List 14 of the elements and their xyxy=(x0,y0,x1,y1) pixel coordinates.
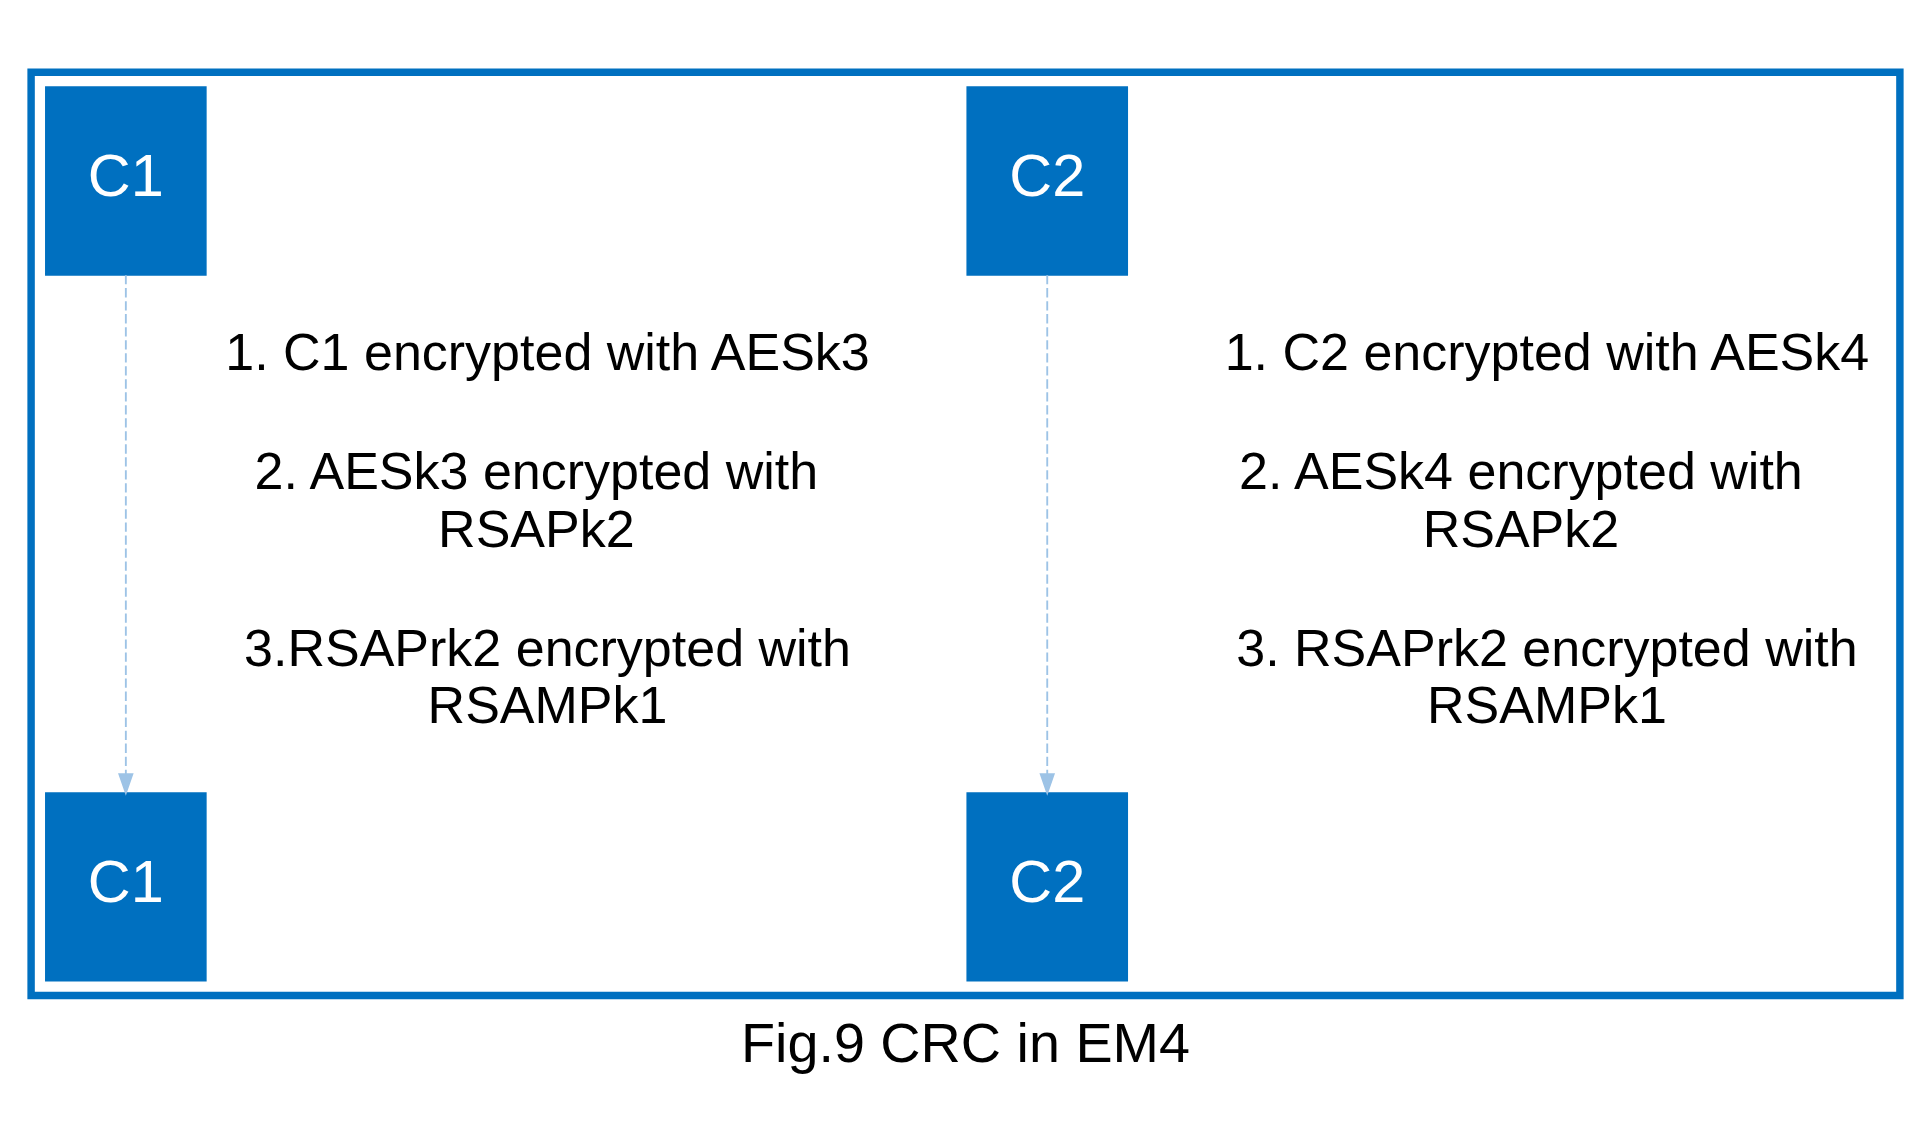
arrow xyxy=(118,273,134,796)
node-box: C2 xyxy=(966,85,1129,276)
label: 1. C2 encrypted with AESk4 xyxy=(1224,322,1870,381)
caption: Fig.9 CRC in EM4 xyxy=(741,1011,1190,1074)
cluster xyxy=(27,68,1904,999)
node-box: C1 xyxy=(45,791,207,982)
arrow xyxy=(1039,273,1056,796)
label: 3. RSAPrk2 encrypted with RSAMPk1 xyxy=(1236,618,1858,734)
label: 1. C1 encrypted with AESk3 xyxy=(225,322,870,381)
node-box: C1 xyxy=(45,85,207,276)
node-box: C2 xyxy=(966,791,1129,982)
label: 2. AESk3 encrypted with RSAPk2 xyxy=(254,441,819,558)
label: 2. AESk4 encrypted with RSAPk2 xyxy=(1239,441,1803,558)
label: 3.RSAPrk2 encrypted with RSAMPk1 xyxy=(244,618,851,734)
